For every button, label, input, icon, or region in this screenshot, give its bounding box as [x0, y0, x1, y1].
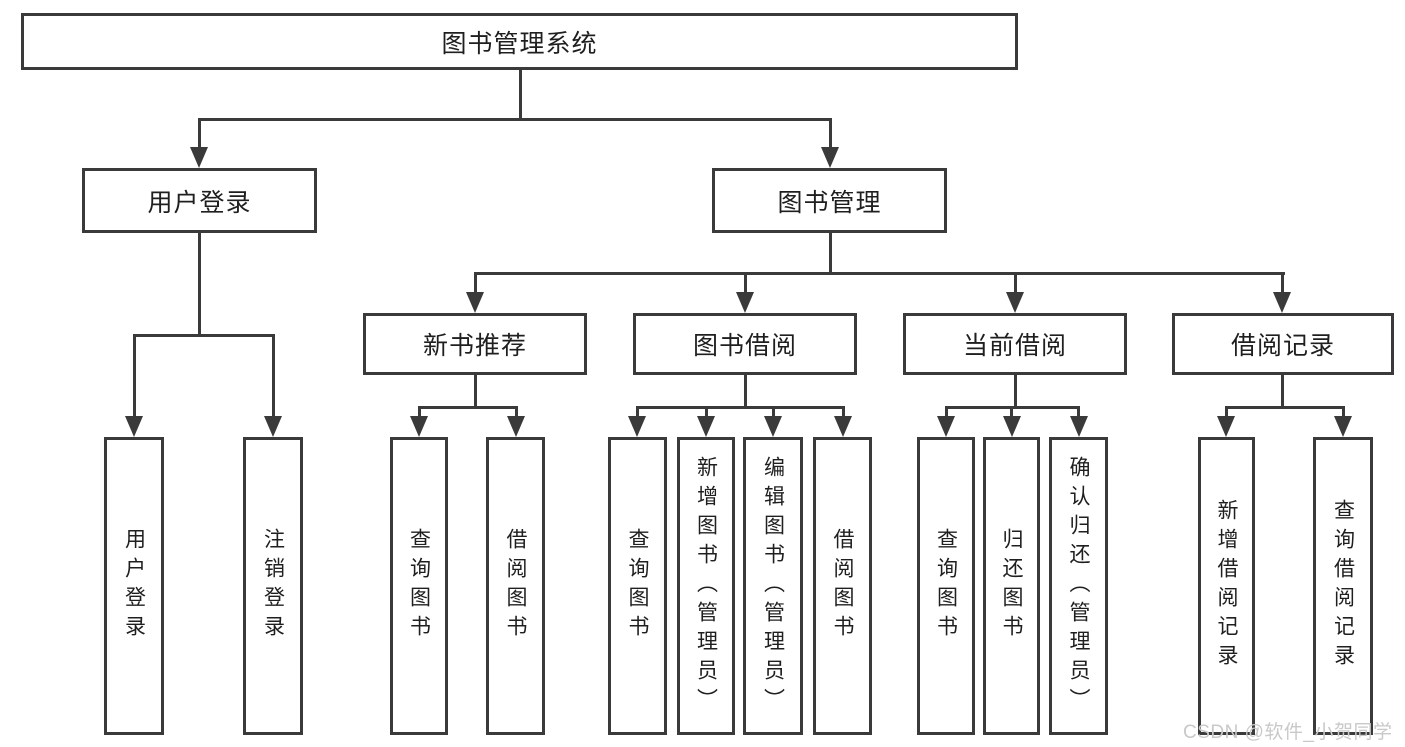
leaf-query-borrow-record: 查询借阅记录 [1313, 437, 1373, 735]
arrow-down-icon [937, 416, 955, 437]
arrow-down-icon [628, 416, 646, 437]
connector-line [518, 67, 522, 120]
arrow-down-icon [125, 416, 143, 437]
leaf-query-books-current: 查询图书 [917, 437, 975, 735]
connector-line [1077, 405, 1080, 419]
connector-line [1224, 405, 1228, 419]
connector-line [1010, 405, 1013, 419]
leaf-confirm-return-admin-label: 确认归还（管理员） [1067, 455, 1090, 717]
node-book-borrowing: 图书借阅 [633, 313, 857, 375]
connector-line [1013, 373, 1017, 408]
arrow-down-icon [736, 292, 754, 313]
leaf-user-login: 用户登录 [104, 437, 164, 735]
leaf-add-book-admin: 新增图书（管理员） [677, 437, 735, 735]
arrow-down-icon [834, 416, 852, 437]
leaf-user-login-label: 用户登录 [122, 528, 146, 644]
connector-line [771, 405, 775, 419]
leaf-query-books-borrowing: 查询图书 [608, 437, 667, 735]
connector-line [132, 333, 275, 337]
connector-line [743, 271, 747, 296]
leaf-return-books-label: 归还图书 [1000, 528, 1023, 644]
node-system-root-label: 图书管理系统 [441, 29, 598, 58]
connector-line [841, 405, 845, 419]
arrow-down-icon [1273, 292, 1291, 313]
connector-line [1341, 405, 1345, 419]
connector-line [1013, 271, 1017, 296]
node-book-management-label: 图书管理 [777, 188, 882, 217]
arrow-down-icon [507, 416, 525, 437]
connector-line [743, 373, 747, 408]
connector-line [514, 405, 518, 419]
leaf-query-books-recommend-label: 查询图书 [407, 528, 431, 644]
connector-line [271, 333, 275, 419]
node-new-book-recommend-label: 新书推荐 [422, 332, 527, 360]
csdn-watermark: CSDN @软件_小贺同学 [1183, 722, 1393, 743]
arrow-down-icon [1069, 416, 1088, 437]
arrow-down-icon [697, 416, 715, 437]
node-user-login-label: 用户登录 [147, 188, 252, 217]
connector-line [473, 373, 477, 408]
leaf-query-books-borrowing-label: 查询图书 [626, 528, 649, 644]
connector-line [473, 271, 477, 296]
leaf-borrow-books-recommend: 借阅图书 [486, 437, 545, 735]
leaf-logout-label: 注销登录 [261, 528, 285, 644]
connector-line [635, 405, 845, 409]
connector-line [417, 405, 421, 419]
node-current-borrowing: 当前借阅 [903, 313, 1127, 375]
connector-line [197, 117, 201, 151]
connector-line [132, 333, 136, 419]
connector-line [635, 405, 639, 419]
leaf-confirm-return-admin: 确认归还（管理员） [1049, 437, 1108, 735]
leaf-query-borrow-record-label: 查询借阅记录 [1331, 499, 1355, 673]
arrow-down-icon [264, 416, 282, 437]
connector-line [1224, 405, 1345, 409]
arrow-down-icon [1006, 292, 1024, 313]
leaf-borrow-books-borrowing-label: 借阅图书 [831, 528, 854, 644]
connector-line [417, 405, 518, 409]
arrow-down-icon [1002, 416, 1021, 437]
arrow-down-icon [821, 147, 839, 168]
node-system-root: 图书管理系统 [21, 13, 1018, 70]
arrow-down-icon [410, 416, 428, 437]
leaf-add-book-admin-label: 新增图书（管理员） [694, 455, 718, 717]
leaf-logout: 注销登录 [243, 437, 303, 735]
node-borrow-records-label: 借阅记录 [1230, 332, 1335, 360]
leaf-edit-book-admin: 编辑图书（管理员） [743, 437, 803, 735]
node-book-borrowing-label: 图书借阅 [692, 332, 797, 360]
leaf-query-books-recommend: 查询图书 [390, 437, 448, 735]
leaf-edit-book-admin-label: 编辑图书（管理员） [761, 455, 785, 717]
arrow-down-icon [466, 292, 484, 313]
leaf-query-books-current-label: 查询图书 [934, 528, 958, 644]
connector-line [828, 231, 832, 275]
node-current-borrowing-label: 当前借阅 [962, 332, 1067, 360]
connector-line [197, 117, 832, 121]
leaf-add-borrow-record-label: 新增借阅记录 [1215, 499, 1238, 673]
arrow-down-icon [1334, 416, 1352, 437]
connector-line [197, 231, 201, 336]
node-user-login: 用户登录 [82, 168, 317, 233]
leaf-return-books: 归还图书 [983, 437, 1040, 735]
arrow-down-icon [764, 416, 782, 437]
leaf-borrow-books-borrowing: 借阅图书 [813, 437, 872, 735]
connector-line [473, 271, 1285, 275]
node-borrow-records: 借阅记录 [1172, 313, 1394, 375]
connector-line [944, 405, 948, 419]
leaf-borrow-books-recommend-label: 借阅图书 [504, 528, 527, 644]
connector-line [1280, 373, 1284, 408]
node-new-book-recommend: 新书推荐 [363, 313, 587, 375]
arrow-down-icon [1217, 416, 1235, 437]
leaf-add-borrow-record: 新增借阅记录 [1198, 437, 1255, 735]
arrow-down-icon [190, 147, 208, 168]
connector-line [704, 405, 708, 419]
node-book-management: 图书管理 [712, 168, 947, 233]
connector-line [828, 117, 832, 151]
connector-line [1280, 271, 1284, 296]
